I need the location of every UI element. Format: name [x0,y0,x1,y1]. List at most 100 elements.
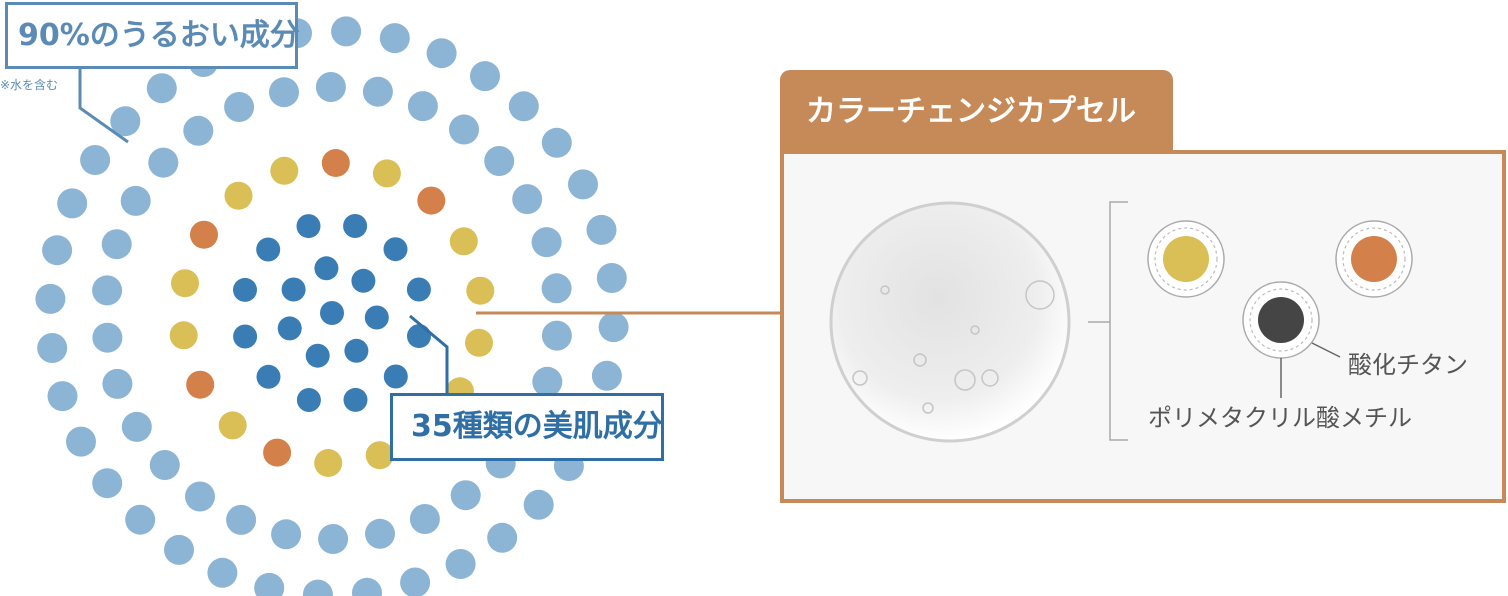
moisture-dot [531,227,562,258]
capsule-panel [780,150,1506,503]
moisture-dot [92,468,123,499]
beauty-ingredient-dot [277,316,302,341]
moisture-dot [541,273,572,304]
beauty-ingredient-dot [343,214,368,238]
moisture-dot [271,519,302,550]
moisture-dot [470,61,500,92]
colored-ingredient-dot [466,276,495,305]
moisture-dot [568,169,598,200]
moisture-dot [302,579,333,596]
beauty-ingredient-dot [344,338,369,363]
colored-ingredient-dot [190,220,218,249]
moisture-ingredient-text: 90%のうるおい成分 [18,18,300,53]
moisture-dot [541,320,572,351]
beauty-ingredient-dot [256,237,281,262]
moisture-dot [362,76,393,107]
beauty-ingredient-dot [351,268,376,293]
moisture-dot [586,214,617,245]
beauty-ingredient-dot [343,387,368,412]
colored-ingredient-dot [372,159,401,188]
beauty-ingredient-dot [305,343,330,368]
titanium-oxide-label: 酸化チタン [1348,351,1468,379]
moisture-dot [512,184,543,215]
colored-ingredient-dot [365,441,394,470]
colored-ingredient-dot [270,156,299,185]
moisture-dot [207,557,238,588]
colored-ingredient-dot [263,438,292,467]
moisture-dot [318,524,349,554]
moisture-dot [185,481,215,512]
moisture-dot [92,275,123,306]
moisture-dot [224,92,255,122]
moisture-leader-line [78,69,129,144]
moisture-dot [66,426,96,457]
moisture-dot [35,283,66,314]
moisture-dot [449,114,479,145]
moisture-dot [591,360,622,391]
beauty-ingredient-dot [256,364,281,389]
beauty-ingredient-dot [383,237,408,262]
beauty-ingredient-dot [406,277,431,302]
moisture-dot [523,489,554,520]
beauty-ingredient-dot [281,277,306,302]
moisture-dot [426,38,457,69]
moisture-dot [102,368,133,399]
moisture-dot [409,504,440,534]
colored-ingredient-dot [171,269,199,298]
colored-ingredient-dot [314,449,343,477]
capsule-panel-title: カラーチェンジカプセル [780,70,1173,154]
beauty-ingredient-dot [314,256,339,281]
moisture-dot [508,91,539,122]
water-included-note: ※水を含む [0,78,59,92]
moisture-dot [101,229,132,260]
moisture-dot [57,188,88,219]
colored-ingredient-dot [417,186,446,215]
moisture-dot [149,450,180,480]
moisture-dot [450,480,481,511]
moisture-dot [148,147,179,178]
moisture-dot [484,146,515,176]
colored-ingredient-dot [169,321,198,350]
moisture-dot [42,235,73,266]
moisture-dot [37,333,68,363]
colored-ingredient-dot [321,149,350,177]
beauty-ingredient-dot [383,364,408,389]
moisture-dot [269,77,299,108]
moisture-dot [598,312,629,343]
moisture-dot [445,549,476,579]
moisture-dot [365,518,395,549]
moisture-dot [146,73,177,104]
colored-ingredient-dot [186,370,215,399]
moisture-dot [487,522,518,553]
capsule-panel-title-text: カラーチェンジカプセル [806,94,1136,129]
moisture-dot [331,16,362,47]
beauty-ingredient-dot [364,305,389,330]
moisture-dot [110,106,141,137]
moisture-dot [532,366,563,397]
moisture-dot [407,91,438,122]
moisture-dot [315,72,346,102]
colored-ingredient-dot [465,328,493,357]
beauty-ingredient-dot [233,277,257,302]
moisture-dot [92,322,123,353]
beauty-ingredient-dot [296,388,321,412]
moisture-dot [352,577,382,596]
moisture-dot [400,567,431,596]
moisture-dot [120,185,151,216]
beauty-ingredient-dot [320,301,344,325]
moisture-dot [226,504,257,535]
moisture-dot [254,572,285,596]
moisture-dot [164,534,194,565]
moisture-dot [121,411,152,442]
beauty-ingredient-label: 35種類の美肌成分 [390,393,664,461]
colored-ingredient-dot [449,227,478,256]
moisture-dot [596,263,627,293]
colored-ingredient-dot [224,181,253,210]
beauty-leader-line [409,314,449,393]
moisture-dot [379,23,410,54]
moisture-dot [80,145,111,175]
beauty-ingredient-dot [233,324,258,349]
moisture-dot [47,381,78,412]
moisture-dot [541,127,572,158]
